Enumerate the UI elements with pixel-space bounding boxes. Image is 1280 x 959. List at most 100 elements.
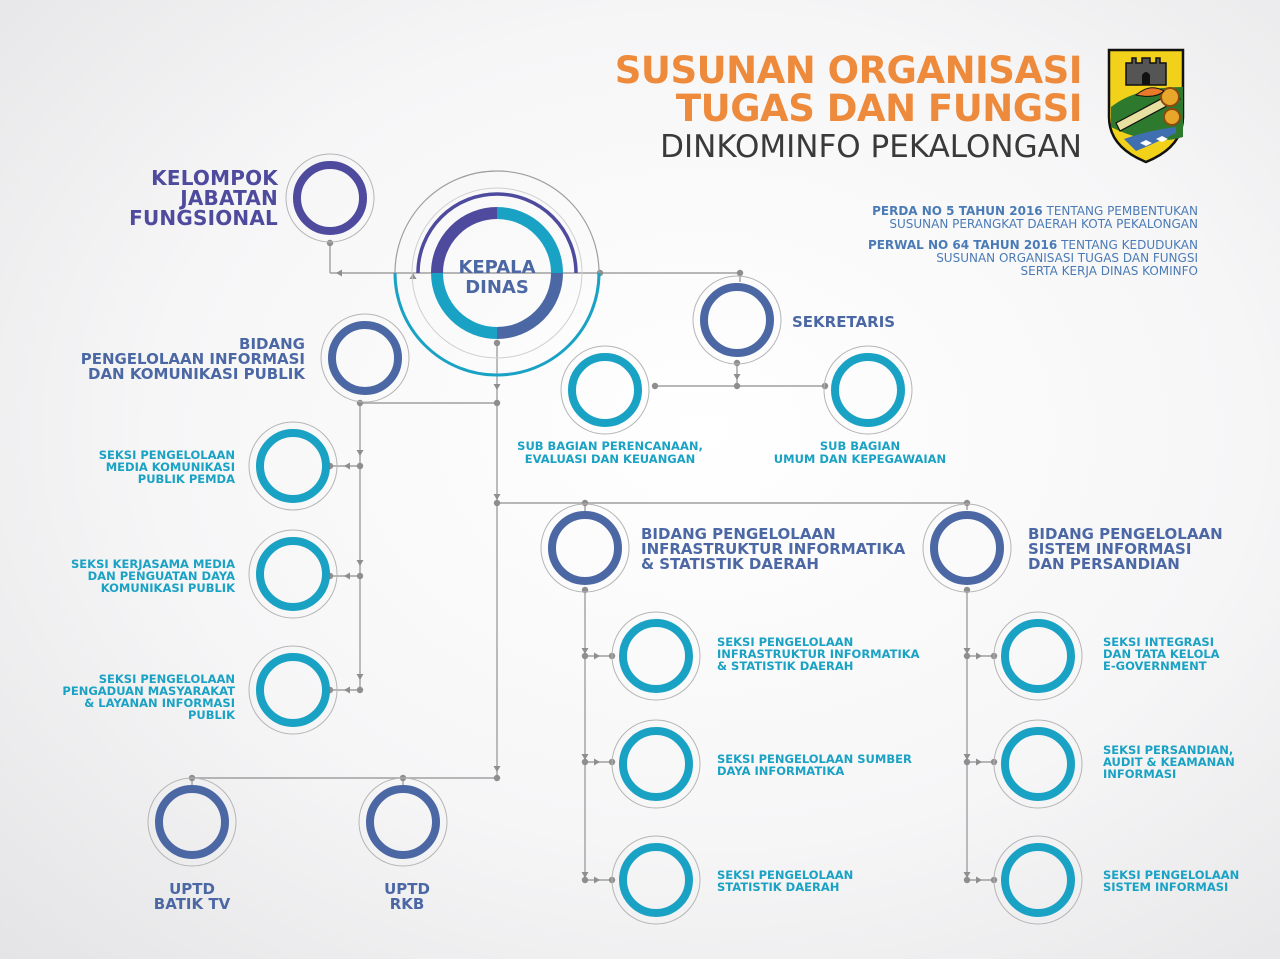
seksi-persandian-label: SEKSI PERSANDIAN, AUDIT & KEAMANAN INFOR… bbox=[1103, 744, 1235, 780]
seksi-sumber-line2: DAYA INFORMATIKA bbox=[717, 764, 845, 778]
seksi-integrasi-node-ring bbox=[993, 611, 1083, 701]
kepala-dinas-label: KEPALA DINAS bbox=[432, 258, 562, 298]
title-line1: SUSUNAN ORGANISASI bbox=[614, 49, 1083, 92]
arrow-head bbox=[963, 648, 971, 654]
uptd-rkb-label: UPTD RKB bbox=[347, 882, 467, 912]
junction-dot bbox=[581, 652, 589, 660]
arrow-head bbox=[493, 766, 501, 772]
seksi-sistem-line2: SISTEM INFORMASI bbox=[1103, 880, 1229, 894]
junction-dot bbox=[326, 239, 334, 247]
node-rings bbox=[147, 153, 1083, 925]
arrow-head bbox=[976, 876, 982, 884]
connector-sistem-branches bbox=[967, 655, 994, 881]
pekalongan-crest-icon bbox=[1107, 48, 1185, 164]
seksi-pengaduan-line1: SEKSI PENGELOLAAN bbox=[98, 672, 235, 686]
seksi-pengaduan-label: SEKSI PENGELOLAAN PENGADUAN MASYARAKAT &… bbox=[62, 673, 235, 721]
arrow-head bbox=[356, 560, 364, 566]
arrow-head bbox=[581, 754, 589, 760]
seksi-integrasi-line2: DAN TATA KELOLA bbox=[1103, 647, 1220, 661]
title-line2: TUGAS DAN FUNGSI bbox=[675, 87, 1083, 130]
sub-umum-label: SUB BAGIAN UMUM DAN KEPEGAWAIAN bbox=[760, 440, 960, 466]
junction-dot bbox=[963, 758, 971, 766]
arrow-head bbox=[963, 872, 971, 878]
connector-left-branches bbox=[330, 465, 360, 691]
junction-dot bbox=[581, 758, 589, 766]
bidang-infra-line2: INFRASTRUKTUR INFORMATIKA bbox=[641, 540, 906, 558]
seksi-media-node-ring bbox=[248, 421, 338, 511]
sub-umum-node-ring bbox=[823, 345, 913, 435]
arrow-head bbox=[493, 494, 501, 500]
sub-umum-line1: SUB BAGIAN bbox=[819, 439, 901, 453]
seksi-kerjasama-line3: KOMUNIKASI PUBLIK bbox=[100, 581, 235, 595]
uptd-rkb-node-ring bbox=[358, 777, 448, 867]
connector-infra-branches bbox=[585, 655, 612, 881]
seksi-pengaduan-line3: & LAYANAN INFORMASI bbox=[84, 696, 235, 710]
seksi-integrasi-line1: SEKSI INTEGRASI bbox=[1103, 635, 1214, 649]
kepala-line2: DINAS bbox=[465, 277, 529, 298]
seksi-pengaduan-line2: PENGADUAN MASYARAKAT bbox=[62, 684, 235, 698]
seksi-kerjasama-line1: SEKSI KERJASAMA MEDIA bbox=[71, 557, 235, 571]
seksi-media-line2: MEDIA KOMUNIKASI bbox=[105, 460, 235, 474]
junction-dot bbox=[493, 399, 501, 407]
junction-dot bbox=[493, 499, 501, 507]
bidang-infra-node-ring bbox=[540, 503, 630, 593]
seksi-pengaduan-node-ring bbox=[248, 645, 338, 735]
bidang-ikp-line1: BIDANG bbox=[239, 335, 305, 353]
junction-dot bbox=[736, 269, 744, 277]
uptd-batik-label: UPTD BATIK TV bbox=[132, 882, 252, 912]
seksi-sumber-label: SEKSI PENGELOLAAN SUMBER DAYA INFORMATIK… bbox=[717, 753, 912, 777]
seksi-infra-node-ring bbox=[611, 611, 701, 701]
sub-perencanaan-line2: EVALUASI DAN KEUANGAN bbox=[524, 452, 696, 466]
seksi-infra-line2: INFRASTRUKTUR INFORMATIKA bbox=[717, 647, 920, 661]
bidang-infra-label: BIDANG PENGELOLAAN INFRASTRUKTUR INFORMA… bbox=[641, 527, 905, 572]
sekretaris-node-ring bbox=[692, 275, 782, 365]
seksi-integrasi-label: SEKSI INTEGRASI DAN TATA KELOLA E-GOVERN… bbox=[1103, 636, 1220, 672]
junction-dot bbox=[963, 652, 971, 660]
bidang-infra-line1: BIDANG PENGELOLAAN bbox=[641, 525, 836, 543]
kelompok-line2: JABATAN bbox=[180, 186, 278, 210]
arrow-head bbox=[344, 462, 350, 470]
reference-perda-bold: PERDA NO 5 TAHUN 2016 bbox=[872, 204, 1043, 218]
seksi-kerjasama-line2: DAN PENGUATAN DAYA bbox=[87, 569, 235, 583]
reference-perwal-bold: PERWAL NO 64 TAHUN 2016 bbox=[867, 238, 1058, 252]
arrow-head bbox=[733, 374, 741, 380]
bidang-sistem-line3: DAN PERSANDIAN bbox=[1028, 555, 1180, 573]
uptd-batik-line2: BATIK TV bbox=[153, 895, 231, 913]
bidang-sistem-line1: BIDANG PENGELOLAAN bbox=[1028, 525, 1223, 543]
arrow-head bbox=[594, 876, 600, 884]
arrow-head bbox=[594, 652, 600, 660]
junction-dot bbox=[733, 382, 741, 390]
title-line3: DINKOMINFO PEKALONGAN bbox=[660, 129, 1082, 165]
reference-perda: PERDA NO 5 TAHUN 2016 TENTANG PEMBENTUKA… bbox=[872, 205, 1198, 231]
seksi-media-line3: PUBLIK PEMDA bbox=[137, 472, 235, 486]
seksi-pengaduan-line4: PUBLIK bbox=[187, 708, 235, 722]
junction-dot bbox=[963, 876, 971, 884]
bidang-ikp-line3: DAN KOMUNIKASI PUBLIK bbox=[88, 365, 305, 383]
arrow-head bbox=[356, 674, 364, 680]
reference-perda-line2: SUSUNAN PERANGKAT DAERAH KOTA PEKALONGAN bbox=[889, 217, 1198, 231]
kepala-line1: KEPALA bbox=[458, 257, 536, 278]
sub-umum-line2: UMUM DAN KEPEGAWAIAN bbox=[773, 452, 947, 466]
junction-dot bbox=[356, 572, 364, 580]
seksi-statistik-label: SEKSI PENGELOLAAN STATISTIK DAERAH bbox=[717, 869, 853, 893]
junction-dot bbox=[493, 339, 501, 347]
reference-perwal-line2: SUSUNAN ORGANISASI TUGAS DAN FUNGSI bbox=[936, 251, 1198, 265]
connector-arrows bbox=[336, 269, 982, 884]
seksi-statistik-line1: SEKSI PENGELOLAAN bbox=[717, 868, 854, 882]
junction-dot bbox=[356, 686, 364, 694]
reference-perda-rest: TENTANG PEMBENTUKAN bbox=[1046, 204, 1198, 218]
seksi-infra-line1: SEKSI PENGELOLAAN bbox=[717, 635, 854, 649]
kelompok-line1: KELOMPOK bbox=[151, 166, 278, 190]
seksi-statistik-node-ring bbox=[611, 835, 701, 925]
bidang-sistem-label: BIDANG PENGELOLAAN SISTEM INFORMASI DAN … bbox=[1028, 527, 1223, 572]
kelompok-node-ring bbox=[285, 153, 375, 243]
uptd-rkb-line1: UPTD bbox=[384, 880, 430, 898]
seksi-persandian-line1: SEKSI PERSANDIAN, bbox=[1103, 743, 1234, 757]
junction-dot bbox=[963, 499, 971, 507]
uptd-batik-node-ring bbox=[147, 777, 237, 867]
seksi-sistem-label: SEKSI PENGELOLAAN SISTEM INFORMASI bbox=[1103, 869, 1239, 893]
seksi-persandian-line3: INFORMASI bbox=[1103, 767, 1177, 781]
junction-dot bbox=[581, 499, 589, 507]
uptd-rkb-line2: RKB bbox=[389, 895, 425, 913]
